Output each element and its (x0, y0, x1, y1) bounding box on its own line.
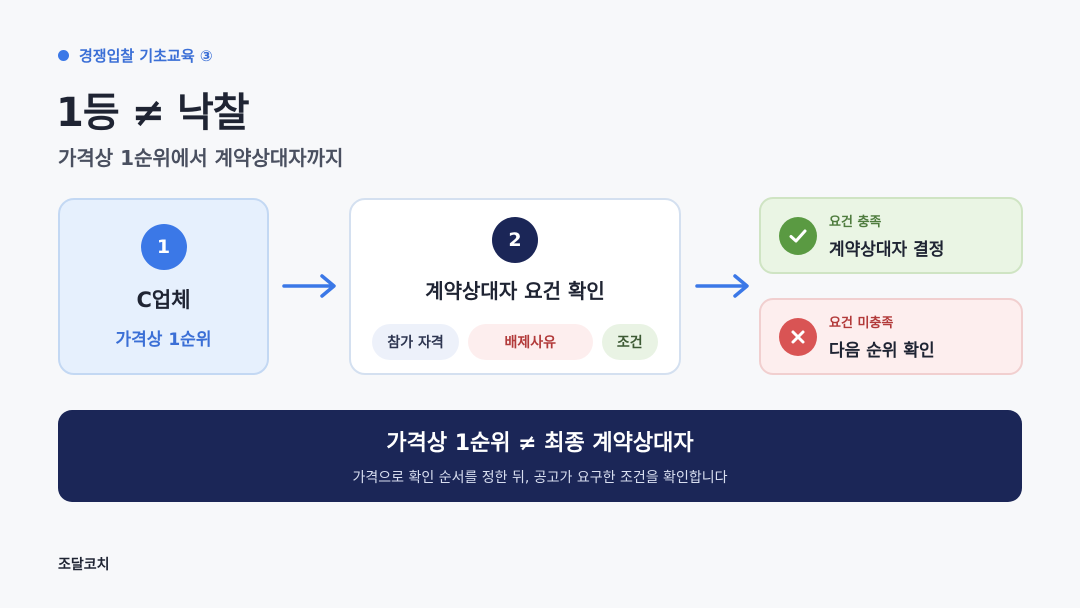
check-icon (779, 216, 817, 255)
summary-banner: 가격상 1순위 ≠ 최종 계약상대자 가격으로 확인 순서를 정한 뒤, 공고가… (58, 410, 1022, 502)
tag-label: 경쟁입찰 기초교육 ③ (79, 47, 213, 65)
section-tag: 경쟁입찰 기초교육 ③ (58, 45, 213, 66)
arrow-right-icon (282, 274, 336, 298)
step-1-name: C업체 (136, 288, 191, 312)
chip-conditions: 조건 (601, 324, 658, 360)
banner-headline: 가격상 1순위 ≠ 최종 계약상대자 (386, 431, 694, 456)
result-pass-label: 요건 충족 (829, 215, 882, 230)
banner-description: 가격으로 확인 순서를 정한 뒤, 공고가 요구한 조건을 확인합니다 (352, 470, 728, 486)
step-2-name: 계약상대자 요건 확인 (425, 279, 605, 303)
result-pass-card: 요건 충족 계약상대자 결정 (759, 197, 1023, 274)
tag-dot-icon (58, 50, 69, 61)
page-title: 1등 ≠ 낙찰 (56, 90, 250, 136)
result-fail-card: 요건 미충족 다음 순위 확인 (759, 298, 1023, 375)
page-subtitle: 가격상 1순위에서 계약상대자까지 (58, 146, 344, 170)
requirement-chips: 참가 자격 배제사유 조건 (372, 324, 658, 360)
x-icon (779, 317, 817, 356)
chip-exclusion: 배제사유 (467, 324, 593, 360)
step-1-card: 1 C업체 가격상 1순위 (58, 198, 269, 375)
step-2-card: 2 계약상대자 요건 확인 참가 자격 배제사유 조건 (349, 198, 681, 375)
brand-footer: 조달코치 (58, 557, 110, 573)
step-1-sub: 가격상 1순위 (115, 330, 212, 350)
step-1-number: 1 (140, 224, 187, 270)
arrow-right-icon (695, 274, 749, 298)
step-2-number: 2 (492, 217, 538, 263)
chip-eligibility: 참가 자격 (372, 324, 459, 360)
result-pass-value: 계약상대자 결정 (829, 240, 945, 260)
result-fail-value: 다음 순위 확인 (829, 341, 935, 361)
result-fail-label: 요건 미충족 (829, 316, 894, 331)
